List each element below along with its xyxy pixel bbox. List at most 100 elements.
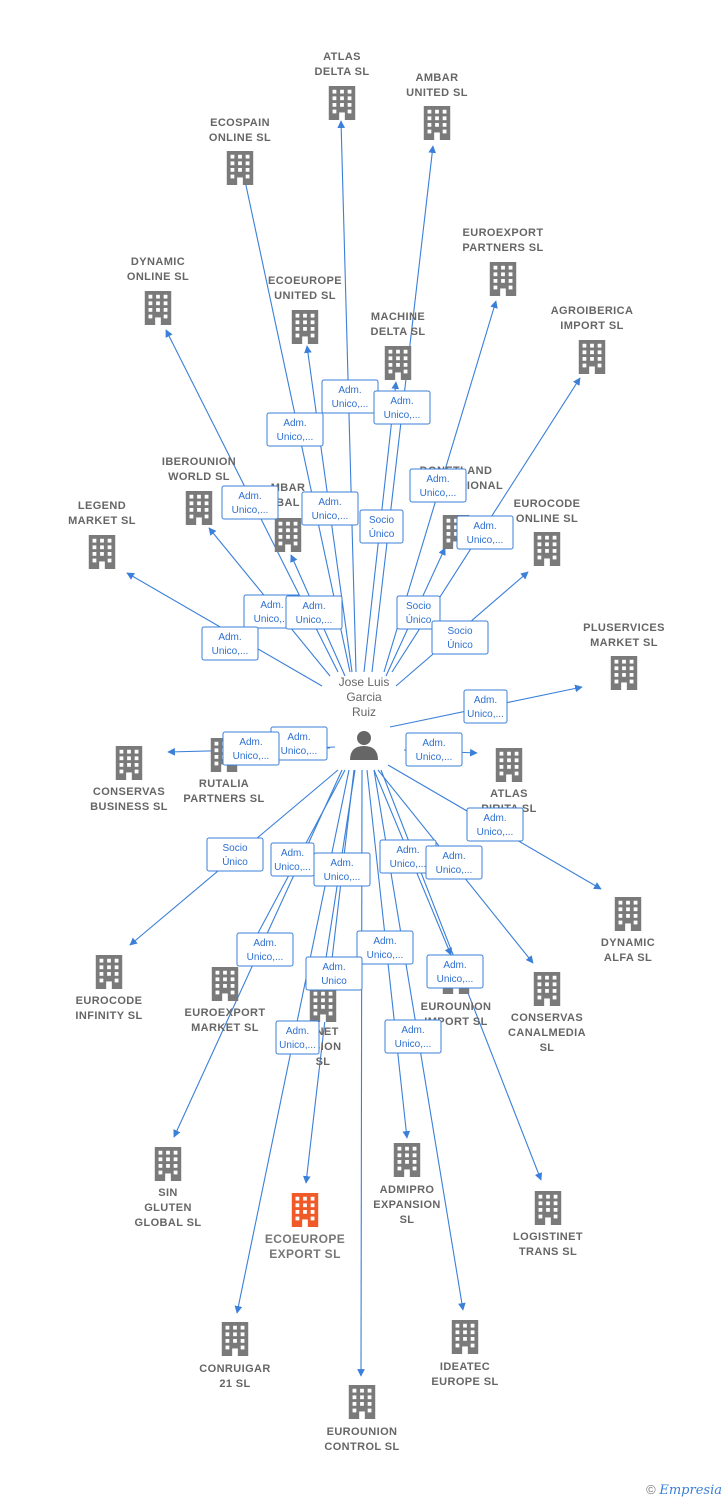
building-icon[interactable] xyxy=(533,532,561,566)
building-icon[interactable] xyxy=(144,291,172,325)
building-icon[interactable] xyxy=(578,340,606,374)
company-name[interactable]: INFINITY SL xyxy=(75,1010,142,1022)
company-name[interactable]: EUROEXPORT xyxy=(184,1007,265,1019)
building-icon[interactable] xyxy=(274,518,302,552)
edge-role-label[interactable]: Adm.Unico,... xyxy=(221,485,279,520)
company-name[interactable]: BUSINESS SL xyxy=(90,801,168,813)
company-name[interactable]: CONTROL SL xyxy=(324,1441,399,1453)
company-name[interactable]: EUROUNION xyxy=(421,1001,492,1013)
building-icon[interactable] xyxy=(309,988,337,1022)
company-name[interactable]: SIN xyxy=(158,1187,178,1199)
company-node-machine-delta[interactable]: MACHINE DELTA SL xyxy=(371,311,426,380)
company-node-eurocode-infinity[interactable]: EUROCODE INFINITY SL xyxy=(75,955,142,1022)
edge-role-label[interactable]: Adm.Unico,... xyxy=(466,807,524,842)
building-icon[interactable] xyxy=(185,491,213,525)
company-name[interactable]: SL xyxy=(540,1042,555,1054)
company-name[interactable]: ECOEUROPE xyxy=(268,275,342,287)
company-node-conservas-canalmedia[interactable]: CONSERVAS CANALMEDIA SL xyxy=(508,972,586,1054)
building-icon[interactable] xyxy=(154,1147,182,1181)
building-icon[interactable] xyxy=(610,656,638,690)
edge-role-label[interactable]: Adm.Unico,... xyxy=(301,491,359,526)
company-name[interactable]: MACHINE xyxy=(371,311,425,323)
company-name[interactable]: WORLD SL xyxy=(168,471,230,483)
company-name[interactable]: TRANS SL xyxy=(519,1246,577,1258)
building-icon[interactable] xyxy=(423,106,451,140)
edge-role-label[interactable]: Adm.Unico,... xyxy=(313,852,371,887)
company-name[interactable]: ATLAS xyxy=(323,51,361,63)
building-icon[interactable] xyxy=(291,310,319,344)
company-name[interactable]: PLUSERVICES xyxy=(583,622,665,634)
company-name[interactable]: DELTA SL xyxy=(315,66,370,78)
company-name[interactable]: IBEROUNION xyxy=(162,456,236,468)
edge-role-label[interactable]: Adm.Unico,... xyxy=(275,1020,320,1055)
building-icon[interactable] xyxy=(88,535,116,569)
company-name[interactable]: CONRUIGAR xyxy=(199,1363,270,1375)
company-name[interactable]: ONLINE SL xyxy=(127,271,189,283)
company-name[interactable]: MARKET SL xyxy=(68,515,136,527)
edge-role-label[interactable]: Adm.Unico,... xyxy=(266,412,324,447)
company-name[interactable]: SL xyxy=(400,1214,415,1226)
building-icon[interactable] xyxy=(534,1191,562,1225)
company-node-legend-market[interactable]: LEGEND MARKET SL xyxy=(68,500,136,569)
edge-role-label[interactable]: Adm.Unico,... xyxy=(356,930,414,965)
company-name[interactable]: GLOBAL SL xyxy=(135,1217,202,1229)
building-icon[interactable] xyxy=(384,346,412,380)
company-name[interactable]: RUTALIA xyxy=(199,778,249,790)
company-name[interactable]: ECOSPAIN xyxy=(210,117,270,129)
edge-role-label[interactable]: Adm.Unico,... xyxy=(222,731,280,766)
person-name[interactable]: Jose Luis xyxy=(339,675,390,689)
edge-role-label[interactable]: Adm.Unico,... xyxy=(285,595,343,630)
company-node-sin-gluten-global[interactable]: SIN GLUTEN GLOBAL SL xyxy=(135,1147,202,1229)
edge-role-label[interactable]: Adm.Unico,... xyxy=(236,932,294,967)
company-name[interactable]: PARTNERS SL xyxy=(462,242,543,254)
company-name[interactable]: LEGEND xyxy=(78,500,126,512)
company-node-atlas-pirita[interactable]: ATLASPIRITA SL xyxy=(481,748,537,815)
company-name[interactable]: ONLINE SL xyxy=(209,132,271,144)
company-node-pluservices-market[interactable]: PLUSERVICES MARKET SL xyxy=(583,622,665,690)
edge-role-label[interactable]: Adm.Unico,... xyxy=(373,390,431,425)
edge-role-label[interactable]: Adm.Unico,... xyxy=(270,842,315,877)
building-icon[interactable] xyxy=(533,972,561,1006)
company-name[interactable]: GLUTEN xyxy=(144,1202,192,1214)
building-icon[interactable] xyxy=(328,86,356,120)
company-name[interactable]: ATLAS xyxy=(490,788,528,800)
company-name[interactable]: DELTA SL xyxy=(371,326,426,338)
company-name[interactable]: IDEATEC xyxy=(440,1361,490,1373)
company-name[interactable]: EXPANSION xyxy=(373,1199,441,1211)
company-name[interactable]: DYNAMIC xyxy=(131,256,185,268)
company-name[interactable]: UNITED SL xyxy=(406,87,468,99)
company-name[interactable]: CONSERVAS xyxy=(511,1012,583,1024)
company-name[interactable]: SL xyxy=(316,1056,331,1068)
company-name[interactable]: EXPORT SL xyxy=(269,1247,341,1261)
company-name[interactable]: CANALMEDIA xyxy=(508,1027,586,1039)
building-icon[interactable] xyxy=(291,1193,319,1227)
company-name[interactable]: ALFA SL xyxy=(604,952,652,964)
company-name[interactable]: EUROCODE xyxy=(76,995,143,1007)
company-name[interactable]: BAL xyxy=(276,497,300,509)
building-icon[interactable] xyxy=(614,897,642,931)
person-name[interactable]: Garcia xyxy=(346,690,382,704)
building-icon[interactable] xyxy=(221,1322,249,1356)
edge-role-label[interactable]: Adm.Unico,... xyxy=(384,1019,442,1054)
edge-role-label[interactable]: Adm.Unico,... xyxy=(379,839,437,874)
edge-role-label[interactable]: Adm.Unico,... xyxy=(201,626,259,661)
company-name[interactable]: LOGISTINET xyxy=(513,1231,583,1243)
building-icon[interactable] xyxy=(115,746,143,780)
company-name[interactable]: MARKET SL xyxy=(590,637,658,649)
company-name[interactable]: UNITED SL xyxy=(274,290,336,302)
building-icon[interactable] xyxy=(95,955,123,989)
company-node-logistinet-trans[interactable]: LOGISTINET TRANS SL xyxy=(513,1191,583,1258)
